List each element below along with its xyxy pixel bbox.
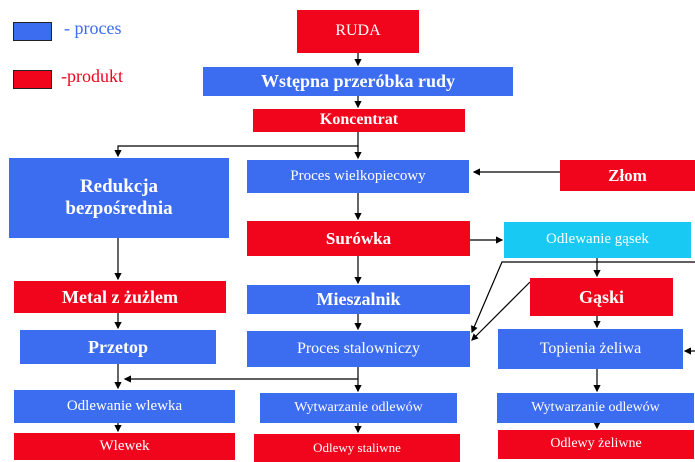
node-surowka: Surówka xyxy=(247,221,470,256)
node-redukcja: Redukcja bezpośrednia xyxy=(9,158,229,238)
node-odlewanie-gasek: Odlewanie gąsek xyxy=(504,222,691,258)
legend-product-label: -produkt xyxy=(61,66,123,86)
node-ruda: RUDA xyxy=(297,10,419,53)
arrow-odlewanie-stalowniczy xyxy=(471,261,695,334)
node-gaski: Gąski xyxy=(530,278,673,316)
node-topienie-zeliwa: Topienia żeliwa xyxy=(498,329,683,369)
legend-process-swatch xyxy=(13,22,52,41)
node-wytwarzanie-odlewow-1: Wytwarzanie odlewów xyxy=(260,393,457,423)
node-proces-stalowniczy: Proces stalowniczy xyxy=(247,331,470,367)
node-metal-z-zuzlem: Metal z żużlem xyxy=(14,281,226,313)
node-przetop: Przetop xyxy=(20,330,216,364)
legend-process-label: - proces xyxy=(64,18,122,38)
arrow-koncentrat-split xyxy=(114,132,359,158)
node-odlewanie-wlewka: Odlewanie wlewka xyxy=(14,390,235,423)
node-wlewek: Wlewek xyxy=(14,433,235,460)
node-koncentrat: Koncentrat xyxy=(253,109,465,132)
node-mieszalnik: Mieszalnik xyxy=(247,285,470,314)
legend-product-swatch xyxy=(13,70,52,89)
node-odlewy-zeliwne: Odlewy żeliwne xyxy=(498,430,694,459)
node-zlom: Złom xyxy=(560,160,695,191)
arrow-gaski-stalowniczy xyxy=(471,281,531,341)
node-wstepna-przerobka: Wstępna przeróbka rudy xyxy=(203,67,513,96)
node-wytwarzanie-odlewow-2: Wytwarzanie odlewów xyxy=(497,393,694,423)
node-odlewy-staliwne: Odlewy staliwne xyxy=(254,434,460,462)
node-proces-wielkopiecowy: Proces wielkopiecowy xyxy=(247,160,469,193)
